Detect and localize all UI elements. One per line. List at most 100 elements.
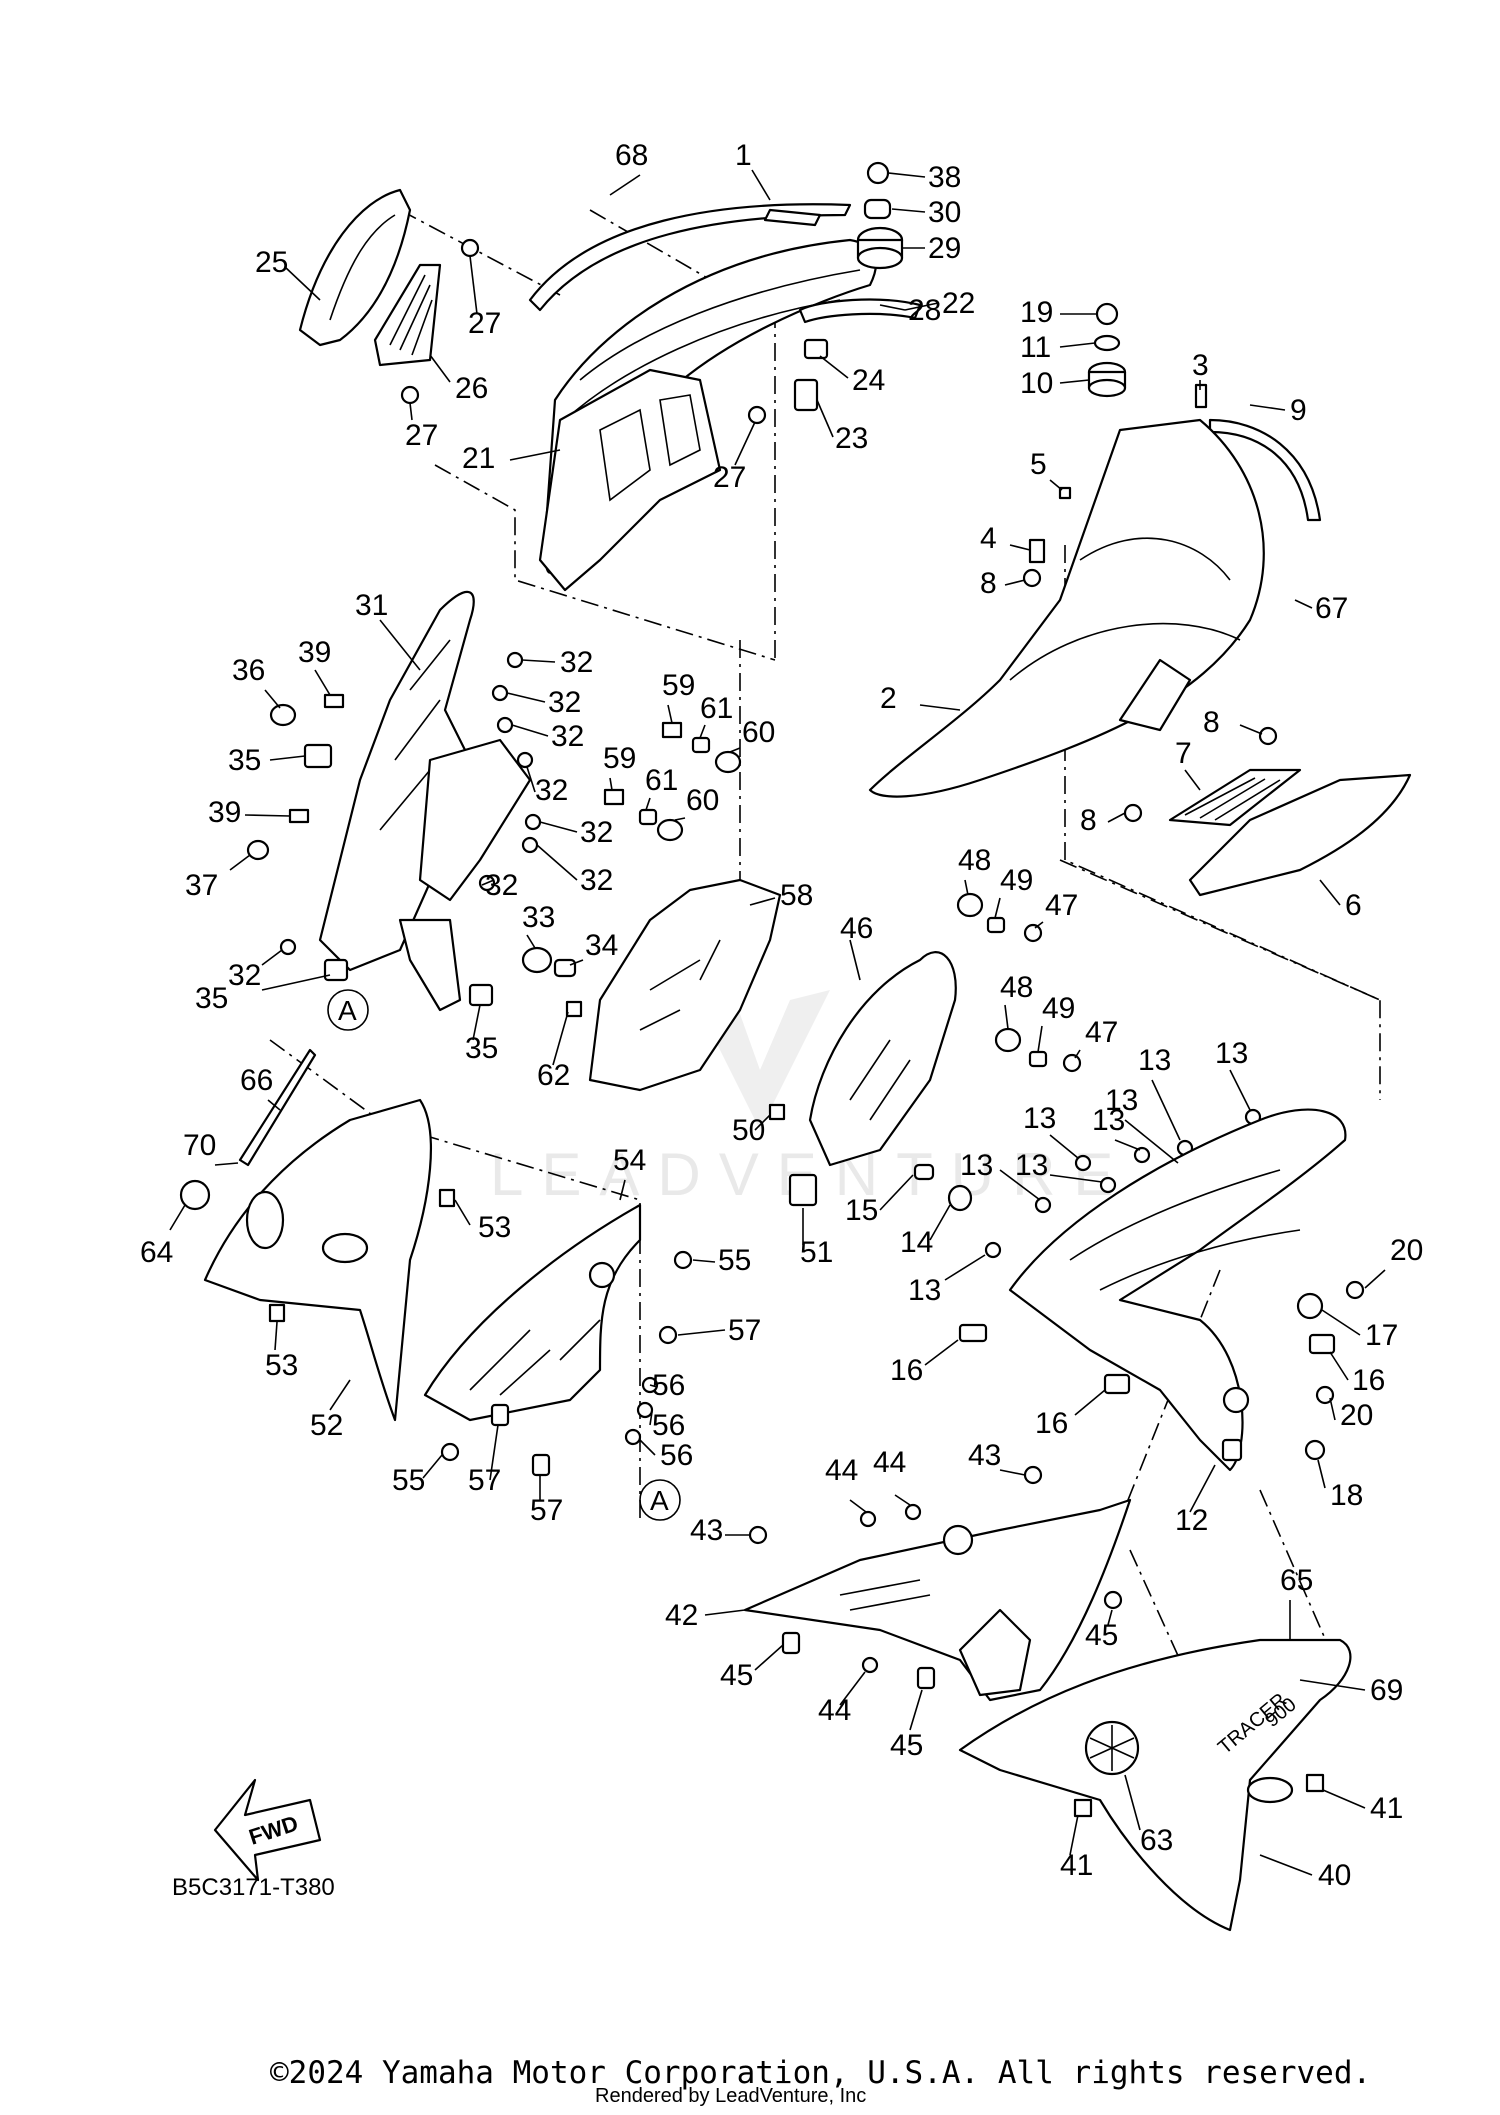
part-40-right-side-panel — [958, 1638, 1352, 1932]
part-54-inner-panel — [423, 1203, 642, 1422]
leader-line — [944, 1254, 986, 1281]
part-2-right-cowling — [868, 418, 1265, 798]
leader-line — [1049, 1134, 1079, 1159]
leader-line — [539, 821, 578, 833]
leader-line — [264, 689, 281, 709]
part-62-nut — [565, 1000, 583, 1018]
callout-number: 65 — [1280, 1564, 1313, 1597]
part-26-grille — [373, 263, 442, 367]
leader-line — [1229, 1069, 1251, 1111]
copyright-text: ©2024 Yamaha Motor Corporation, U.S.A. A… — [270, 2055, 1372, 2091]
callout-number: 53 — [265, 1349, 298, 1382]
callout-number: 37 — [185, 869, 218, 902]
leader-line — [891, 208, 926, 213]
callout-number: 47 — [1045, 889, 1078, 922]
hardware-35-36-37-39 — [246, 693, 494, 1007]
callout-number: 19 — [1020, 296, 1053, 329]
fwd-arrow: FWD — [213, 1778, 322, 1882]
leader-line — [1189, 1464, 1216, 1513]
leader-line — [1294, 599, 1313, 609]
leader-line — [454, 1199, 471, 1226]
leader-line — [1059, 379, 1090, 384]
leader-line — [422, 1454, 443, 1479]
leader-line — [1124, 1774, 1141, 1831]
part-31-brace — [418, 738, 532, 902]
leader-line — [919, 704, 961, 711]
callout-number: 28 — [908, 294, 941, 327]
part-20-bolt-b — [1315, 1385, 1335, 1405]
callout-number: 59 — [603, 742, 636, 775]
callout-number: 34 — [585, 929, 618, 962]
callout-number: 56 — [652, 1369, 685, 1402]
callout-number: 57 — [468, 1464, 501, 1497]
leader-line — [1322, 1789, 1366, 1809]
callout-number: 16 — [1352, 1364, 1385, 1397]
leader-line — [314, 669, 331, 696]
part-53-nut-b — [438, 1188, 456, 1208]
part-51-connector — [788, 1173, 818, 1207]
callout-number: 18 — [1330, 1479, 1363, 1512]
leader-line — [284, 266, 321, 301]
rendered-by-caption: Rendered by LeadVenture, Inc — [595, 2085, 866, 2107]
leader-line — [1004, 1004, 1009, 1030]
leader-line — [849, 1499, 867, 1513]
callout-number: 58 — [780, 879, 813, 912]
leader-line — [819, 355, 849, 379]
callout-number: 41 — [1370, 1792, 1403, 1825]
leader-line — [751, 169, 771, 201]
hardware-19-11-10 — [1087, 302, 1127, 398]
leader-line — [904, 302, 939, 311]
leader-line — [526, 766, 536, 793]
leader-line — [749, 897, 776, 906]
callout-number: 69 — [1370, 1674, 1403, 1707]
leader-line — [509, 449, 561, 461]
part-17-grommet — [1296, 1292, 1324, 1320]
part-52-left-front-panel — [203, 1098, 432, 1422]
leader-line — [244, 814, 291, 817]
part-53-nut-a — [268, 1303, 286, 1323]
leader-line — [1124, 1119, 1179, 1164]
leader-line — [1249, 404, 1286, 411]
callout-number: 5 — [1030, 448, 1047, 481]
callout-number: 44 — [825, 1454, 858, 1487]
part-46-meter-bracket — [808, 951, 957, 1167]
reference-marker-a-1: A — [327, 989, 369, 1031]
part-42-boss — [942, 1524, 974, 1556]
callout-number: 56 — [652, 1409, 685, 1442]
callout-number: 32 — [560, 646, 593, 679]
leader-line — [1239, 724, 1263, 735]
callout-number: 32 — [580, 864, 613, 897]
part-15-collar — [913, 1163, 935, 1181]
callout-number: 60 — [742, 716, 775, 749]
leader-line — [329, 1379, 351, 1411]
part-16-clip-b — [1308, 1333, 1336, 1355]
callout-number: 32 — [228, 959, 261, 992]
callout-number: 51 — [800, 1236, 833, 1269]
leader-line — [1074, 1389, 1106, 1416]
part-42-lower-panel — [743, 1498, 1132, 1702]
leader-line — [754, 1644, 784, 1671]
part-6-side-panel — [1188, 773, 1412, 897]
callout-number: 40 — [1318, 1859, 1351, 1892]
callout-number: 67 — [1315, 592, 1348, 625]
callout-number: 32 — [580, 816, 613, 849]
part-4-clip — [1028, 538, 1046, 564]
callout-number: 36 — [232, 654, 265, 687]
part-54-boss — [588, 1261, 616, 1289]
callout-number: 44 — [818, 1694, 851, 1727]
leader-line — [1037, 1025, 1043, 1053]
leader-line — [169, 1204, 186, 1231]
part-9-trim-strip — [1208, 418, 1322, 522]
callout-number: 33 — [522, 901, 555, 934]
part-12-boss — [1222, 1386, 1250, 1414]
callout-number: 55 — [718, 1244, 751, 1277]
callout-number: 25 — [255, 246, 288, 279]
leader-line — [1317, 1459, 1326, 1489]
callout-number: 31 — [355, 589, 388, 622]
leader-line — [261, 949, 283, 966]
leader-line — [1074, 1049, 1081, 1059]
callout-number: 54 — [613, 1144, 646, 1177]
leader-line — [1184, 769, 1201, 791]
callout-number: 49 — [1042, 992, 1075, 1025]
leader-line — [645, 797, 651, 811]
